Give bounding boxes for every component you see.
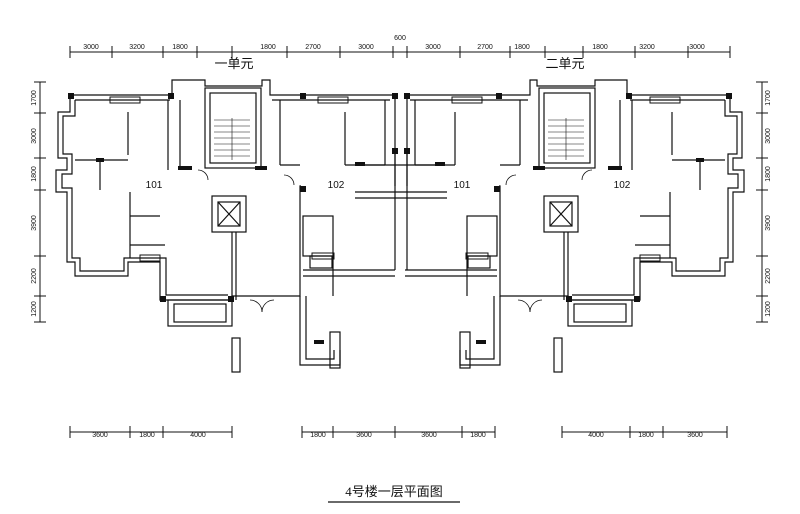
door-swings <box>197 169 593 313</box>
dim-left-2: 3000 <box>31 128 38 144</box>
dim-bottom-mid-4: 1800 <box>470 432 486 439</box>
dim-left-4: 3900 <box>31 215 38 231</box>
dim-right-6: 1200 <box>765 301 772 317</box>
top-dimension-line <box>69 46 731 58</box>
bottom-dimension-lines <box>69 426 728 438</box>
drawing-title: 4号楼一层平面图 <box>345 484 443 499</box>
dim-left-1: 1700 <box>31 90 38 106</box>
dim-top-11: 3200 <box>639 44 655 51</box>
dim-top-10: 1800 <box>592 44 608 51</box>
dim-top-2: 3200 <box>129 44 145 51</box>
dim-bottom-right-3: 3600 <box>687 432 703 439</box>
dim-top-6: 3000 <box>358 44 374 51</box>
dim-left-6: 1200 <box>31 301 38 317</box>
dim-bottom-right-2: 1800 <box>638 432 654 439</box>
dim-top-4: 1800 <box>260 44 276 51</box>
dim-left-3: 1800 <box>31 166 38 182</box>
dim-top-5: 2700 <box>305 44 321 51</box>
stair-treads <box>214 118 584 160</box>
dim-right-5: 2200 <box>765 268 772 284</box>
dim-top-mid: 600 <box>394 35 406 42</box>
unit1-walls <box>55 79 396 301</box>
dim-top-7: 3000 <box>425 44 441 51</box>
dim-right-2: 3000 <box>765 128 772 144</box>
dim-top-9: 1800 <box>514 44 530 51</box>
dim-right-3: 1800 <box>765 166 772 182</box>
left-dimension-line <box>34 81 46 323</box>
dim-top-1: 3000 <box>83 44 99 51</box>
dim-bottom-left-2: 1800 <box>139 432 155 439</box>
central-connector <box>355 150 447 270</box>
right-dimension-line <box>756 81 768 323</box>
dim-bottom-right-1: 4000 <box>588 432 604 439</box>
dim-bottom-left-3: 4000 <box>190 432 206 439</box>
dim-bottom-mid-1: 1800 <box>310 432 326 439</box>
entrance-protrusions <box>167 296 633 373</box>
wall-columns <box>68 93 732 344</box>
dim-right-1: 1700 <box>765 90 772 106</box>
windows <box>109 96 681 262</box>
dim-bottom-mid-3: 3600 <box>421 432 437 439</box>
room-u2-101: 101 <box>454 180 471 191</box>
dim-left-5: 2200 <box>31 268 38 284</box>
dim-top-3: 1800 <box>172 44 188 51</box>
unit1-label: 一单元 <box>214 57 253 72</box>
room-u2-102: 102 <box>614 180 631 191</box>
dim-bottom-left-1: 3600 <box>92 432 108 439</box>
dim-bottom-mid-2: 3600 <box>356 432 372 439</box>
dim-top-8: 2700 <box>477 44 493 51</box>
room-u1-102: 102 <box>328 180 345 191</box>
dim-top-12: 3000 <box>689 44 705 51</box>
dim-right-4: 3900 <box>765 215 772 231</box>
unit2-label: 二单元 <box>545 57 584 72</box>
room-u1-101: 101 <box>146 180 163 191</box>
